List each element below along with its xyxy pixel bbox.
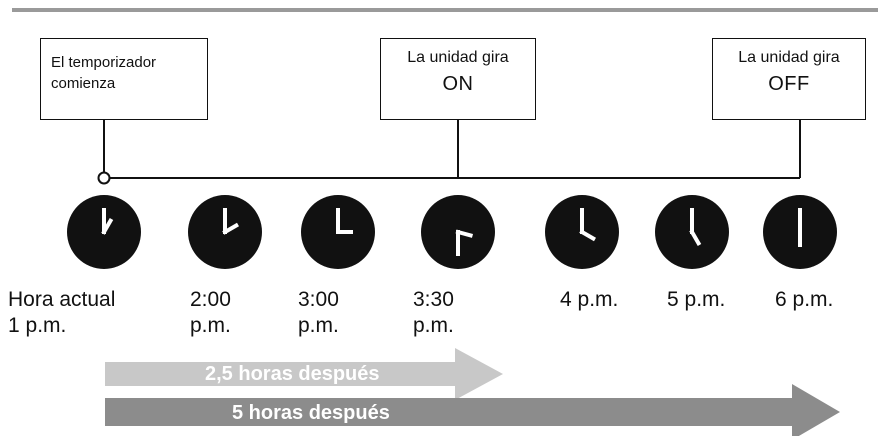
clock-icon [67,195,141,269]
hour-hand [579,229,596,242]
time-label-line2: p.m. [413,314,454,337]
clock-hands [455,229,474,256]
time-label-line1: 3:30 [413,288,454,311]
timer-start-box: El temporizador comienza [40,38,208,120]
time-label-line1: 2:00 [190,288,231,311]
timer-start-line1: El temporizador [51,54,157,71]
long-duration-label: 5 horas después [232,402,390,424]
time-label-line1: 4 p.m. [560,288,619,311]
time-label: 3:30 p.m. [413,287,454,339]
short-duration-arrow [105,348,503,400]
time-label: 2:00 p.m. [190,287,231,339]
unit-off-line1: La unidad gira [738,49,840,66]
clock-icon [301,195,375,269]
unit-on-box: La unidad gira ON [380,38,536,120]
clock-icon [655,195,729,269]
clock-icon [421,195,495,269]
clock-hands [101,208,114,235]
hour-hand [101,218,114,235]
clock-hands [222,208,239,235]
time-label: 4 p.m. [560,287,618,313]
time-label-line2: 1 p.m. [8,314,67,337]
clock-icon [763,195,837,269]
start-marker [97,171,111,185]
clock-hands [798,208,802,247]
time-label-line1: Hora actual [8,288,116,311]
long-duration-arrow [105,384,840,436]
top-rule [12,8,878,12]
unit-on-line1: La unidad gira [407,49,509,66]
clock-icon [188,195,262,269]
time-label-line1: 6 p.m. [775,288,834,311]
time-label: 5 p.m. [667,287,725,313]
clock-icon [545,195,619,269]
hour-hand [222,222,239,235]
clock-hands [336,208,353,234]
unit-off-box: La unidad gira OFF [712,38,866,120]
hour-hand [689,229,702,246]
time-label: Hora actual 1 p.m. [8,287,115,339]
hour-hand [455,229,474,238]
time-label-line1: 3:00 [298,288,339,311]
clock-hands [689,208,702,246]
timer-start-line2: comienza [51,75,116,92]
time-label: 3:00 p.m. [298,287,339,339]
time-label: 6 p.m. [775,287,833,313]
time-label-line2: p.m. [298,314,339,337]
clock-hands [579,208,596,242]
unit-on-state: ON [442,73,474,95]
unit-off-state: OFF [768,73,810,95]
time-label-line1: 5 p.m. [667,288,726,311]
time-label-line2: p.m. [190,314,231,337]
short-duration-label: 2,5 horas después [205,363,380,385]
